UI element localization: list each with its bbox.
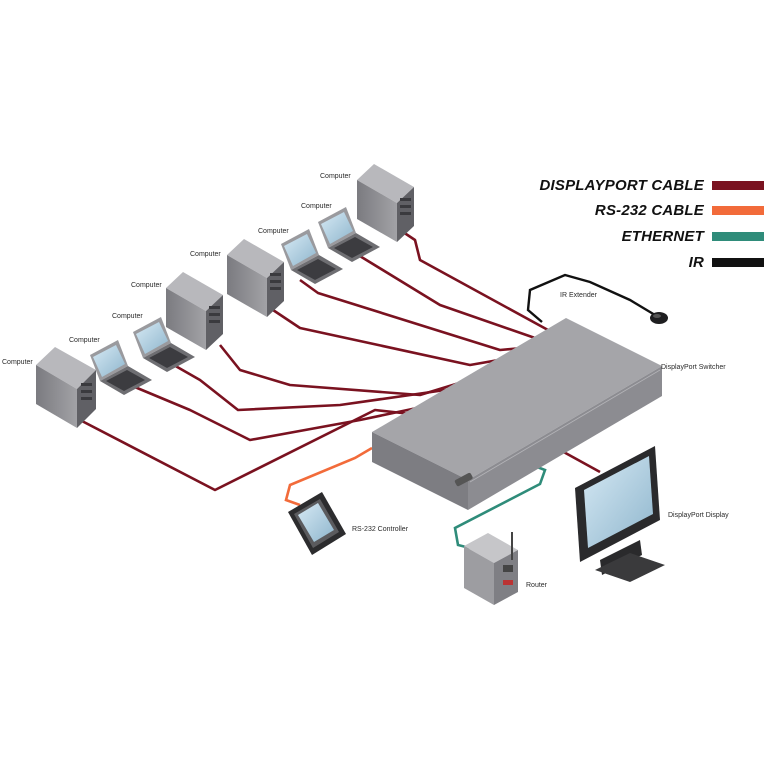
- tower-4: [357, 164, 414, 242]
- legend-swatch-ethernet: [712, 232, 764, 241]
- label-ir-extender: IR Extender: [560, 292, 598, 299]
- legend-label-ethernet: ETHERNET: [621, 228, 704, 245]
- label-computer-4: Computer: [131, 282, 162, 289]
- legend-label-displayport: DISPLAYPORT CABLE: [539, 177, 704, 194]
- laptop-2: [133, 317, 195, 372]
- laptop-3: [281, 229, 343, 284]
- ir-cable: [526, 273, 656, 323]
- legend-row-rs232: RS-232 CABLE: [595, 202, 764, 219]
- tower-3: [227, 239, 284, 317]
- displayport-cable-3: [299, 278, 523, 352]
- legend-swatch-displayport: [712, 181, 764, 190]
- displayport-cable-8: [79, 408, 421, 492]
- displayport-cables: [79, 228, 601, 492]
- legend-swatch-ir: [712, 258, 764, 267]
- label-computer-3: Computer: [112, 313, 143, 320]
- displayport-cable-2: [349, 248, 536, 340]
- legend-row-ir: IR: [689, 254, 764, 271]
- label-computer-1: Computer: [2, 359, 33, 366]
- label-controller: RS-232 Controller: [352, 526, 409, 533]
- tower-2: [166, 272, 223, 350]
- ethernet-cable: [453, 463, 547, 550]
- legend-row-displayport: DISPLAYPORT CABLE: [539, 177, 764, 194]
- displayport-cable-6: [164, 358, 481, 412]
- label-computer-5: Computer: [190, 251, 221, 258]
- displayport-cable-7: [129, 383, 456, 442]
- legend-swatch-rs232: [712, 206, 764, 215]
- rs232-controller: [288, 492, 346, 555]
- ir-extender-sensor: [650, 312, 668, 324]
- displayport-cable-5: [218, 344, 496, 397]
- label-switcher: DisplayPort Switcher: [661, 364, 726, 371]
- displayport-switcher: [372, 318, 662, 510]
- label-display: DisplayPort Display: [668, 512, 729, 519]
- rs232-cable: [284, 446, 373, 507]
- legend-label-rs232: RS-232 CABLE: [594, 202, 704, 219]
- legend-label-ir: IR: [688, 254, 704, 271]
- label-router: Router: [526, 582, 548, 589]
- laptop-4: [318, 207, 380, 262]
- label-computer-2: Computer: [69, 337, 100, 344]
- brand-logo-badge: [454, 472, 473, 487]
- displayport-cable-4: [269, 306, 511, 367]
- displayport-cable-1: [399, 228, 549, 332]
- label-computer-8: Computer: [320, 173, 351, 180]
- router: [464, 532, 518, 605]
- displayport-display: [575, 446, 665, 582]
- legend-row-ethernet: ETHERNET: [622, 228, 764, 245]
- label-computer-7: Computer: [301, 203, 332, 210]
- tower-1: [36, 347, 96, 428]
- label-computer-6: Computer: [258, 228, 289, 235]
- laptop-1: [90, 340, 152, 395]
- displayport-cable-display: [559, 448, 601, 474]
